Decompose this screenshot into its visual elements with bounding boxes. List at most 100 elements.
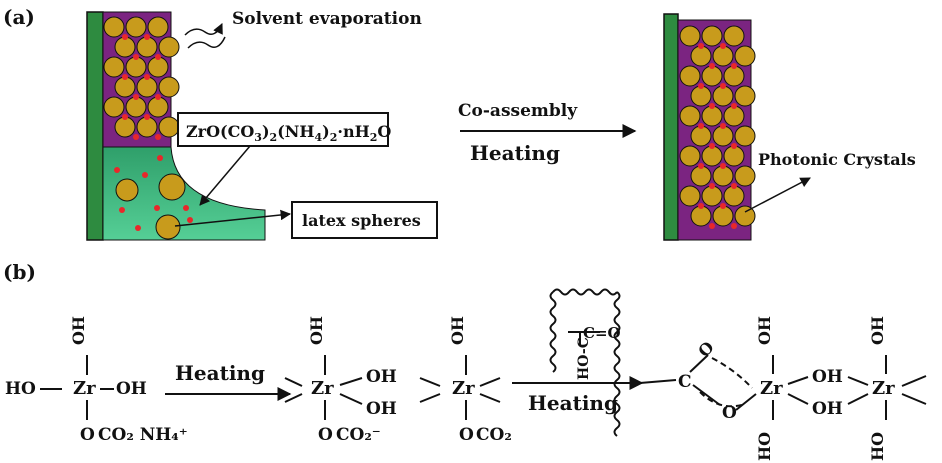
precursor-dot (731, 183, 737, 189)
precursor-dot (133, 54, 139, 60)
precursor-dot (155, 134, 161, 140)
latex-sphere (158, 116, 180, 138)
precursor-dot (720, 83, 726, 89)
step4-ho-bottom1: HO (755, 432, 774, 461)
step4-oh-top2: OH (868, 316, 887, 345)
precursor-dot (709, 63, 715, 69)
step4-ho-bottom2: HO (868, 432, 887, 461)
step3-oh-top: OH (448, 316, 467, 345)
precursor-dot (135, 225, 141, 231)
latex-sphere (679, 65, 701, 87)
precursor-dot (133, 134, 139, 140)
step2-o: O (318, 425, 333, 445)
step1-o: O (80, 425, 95, 445)
step2-carbonate: CO₂⁻ (336, 425, 381, 445)
latex-sphere (679, 105, 701, 127)
precursor-dot (698, 203, 704, 209)
step3-o: O (459, 425, 474, 445)
left-sphere-array (103, 16, 180, 140)
product-pointer (744, 177, 811, 213)
precursor-dot (698, 163, 704, 169)
precursor-dot (709, 223, 715, 229)
step4-oh-top1: OH (755, 316, 774, 345)
precursor-dot (155, 94, 161, 100)
precursor-dot (155, 54, 161, 60)
latex-sphere (679, 25, 701, 47)
precursor-dot (698, 43, 704, 49)
latex-sphere (147, 16, 169, 38)
latex-sphere (723, 25, 745, 47)
precursor-dot (114, 167, 120, 173)
precursor-dot (709, 143, 715, 149)
precursor-dot (731, 143, 737, 149)
precursor-dot (731, 223, 737, 229)
suspended-sphere (158, 173, 186, 201)
step2-oh-top: OH (307, 316, 326, 345)
right-substrate (663, 13, 679, 241)
suspended-sphere (115, 178, 139, 202)
precursor-pointer (199, 145, 251, 206)
precursor-dot (157, 155, 163, 161)
step1-oh-right: OH (116, 379, 147, 399)
precursor-dot (720, 203, 726, 209)
precursor-dot (720, 123, 726, 129)
precursor-dot (154, 205, 160, 211)
latex-pointer (174, 209, 292, 227)
precursor-dot (731, 63, 737, 69)
latex-sphere (734, 125, 756, 147)
precursor-dot (709, 103, 715, 109)
precursor-dot (144, 74, 150, 80)
latex-sphere (734, 205, 756, 227)
step4-zr1: Zr (760, 378, 783, 399)
panel-b-label: (b) (3, 260, 36, 284)
precursor-dot (720, 163, 726, 169)
suspended-sphere (155, 214, 181, 240)
precursor-box (177, 112, 389, 147)
panel-a-label: (a) (3, 5, 35, 29)
structure-step-4: OH Zr HO OH OH OH Zr HO (755, 316, 927, 461)
precursor-dot (731, 103, 737, 109)
precursor-dot (698, 83, 704, 89)
step2-zr: Zr (311, 378, 334, 399)
latex-sphere (701, 25, 723, 47)
latex-box (291, 201, 438, 239)
step1-ho-left: HO (5, 379, 36, 399)
precursor-dot (122, 114, 128, 120)
product-label: Photonic Crystals (758, 150, 916, 169)
latex-sphere (679, 185, 701, 207)
ester-linkage: C O O (639, 337, 757, 423)
step3-carbonate: CO₂ (476, 425, 512, 445)
precursor-dot (144, 114, 150, 120)
suspended-spheres (114, 155, 193, 240)
latex-sphere (158, 36, 180, 58)
polymer-carbonyl: C=O (583, 324, 621, 342)
structure-step-3: OH Zr O CO₂ (419, 316, 512, 445)
step2-oh-r2: OH (366, 399, 397, 419)
step1-zr: Zr (73, 378, 96, 399)
heating-label-b1: Heating (175, 361, 265, 385)
photonic-crystal-array (679, 25, 756, 229)
precursor-dot (119, 207, 125, 213)
precursor-label: ZrO(CO3)2(NH4)2·nH2O (186, 122, 391, 144)
heating-label-a: Heating (470, 141, 560, 165)
step4-oh-bridge-top: OH (812, 367, 843, 387)
step4-zr2: Zr (872, 378, 895, 399)
latex-sphere (103, 56, 125, 78)
latex-label: latex spheres (302, 211, 421, 230)
precursor-dot (142, 172, 148, 178)
step2-oh-r1: OH (366, 367, 397, 387)
ester-o1: O (694, 337, 717, 360)
polymer-hydroxy: HO-C (576, 337, 592, 380)
precursor-dot (122, 74, 128, 80)
precursor-dot (122, 34, 128, 40)
precursor-dot (698, 123, 704, 129)
precursor-dot (187, 217, 193, 223)
latex-sphere (103, 96, 125, 118)
latex-sphere (734, 85, 756, 107)
step4-oh-bridge-bottom: OH (812, 399, 843, 419)
polymer-chain (549, 288, 621, 437)
latex-sphere (125, 16, 147, 38)
precursor-dot (144, 34, 150, 40)
precursor-dot (720, 43, 726, 49)
latex-sphere (103, 16, 125, 38)
